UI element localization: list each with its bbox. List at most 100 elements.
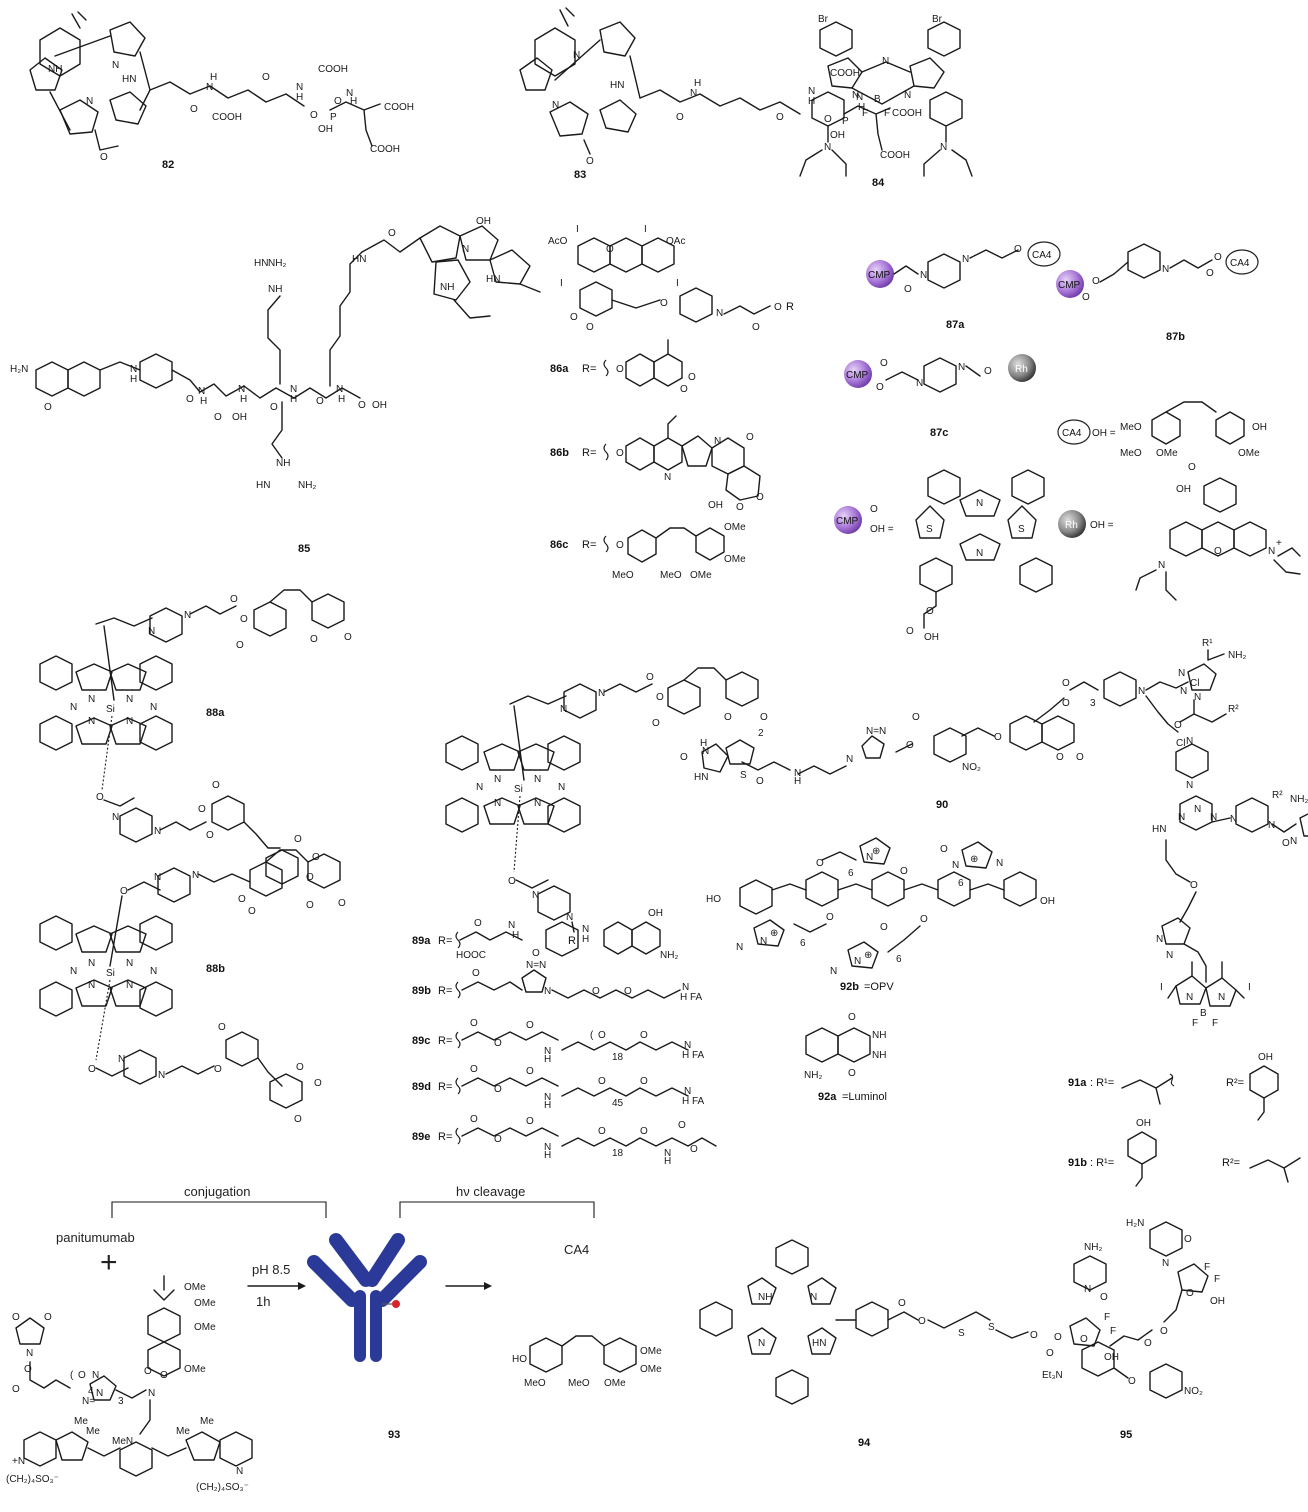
svg-text:O: O [900,866,908,877]
svg-text:H: H [694,78,701,89]
svg-text:+: + [1276,538,1282,549]
svg-text:O: O [294,1114,302,1125]
svg-text:O: O [826,912,834,923]
svg-text:O: O [756,492,764,503]
svg-text:O: O [824,114,832,125]
svg-text:N=N: N=N [526,960,546,971]
svg-text:OH: OH [232,412,247,423]
svg-text:O: O [310,110,318,121]
structure-92b: HO OH O 6 N⊕ O O N ⊕ N 6 O 6 N⊕ N O O 6 … [706,837,1055,993]
antibody-icon [307,1233,427,1362]
svg-text:N: N [582,924,589,935]
svg-text:N: N [852,90,859,101]
svg-text:H: H [240,394,247,405]
svg-text:N: N [904,90,911,101]
svg-text:H: H [338,394,345,405]
label-92b: 92b [840,981,859,993]
svg-text:S: S [1018,524,1025,535]
svg-text:MeN: MeN [112,1436,133,1447]
svg-text:O: O [494,1038,502,1049]
svg-text:N: N [690,88,697,99]
svg-text:OH =: OH = [870,524,894,535]
svg-text:HN: HN [694,772,708,783]
svg-text:O: O [230,594,238,605]
svg-text:N: N [112,60,119,71]
label-82: 82 [162,159,174,171]
svg-text:NH₂: NH₂ [660,950,678,961]
svg-text:⊕: ⊕ [864,950,872,961]
svg-text:OMe: OMe [640,1364,662,1375]
svg-text:O: O [640,1076,648,1087]
svg-text:NO₂: NO₂ [962,762,981,773]
conjugation-bracket: conjugation [111,1184,327,1218]
svg-text:N: N [760,936,767,947]
svg-text:N: N [996,858,1003,869]
svg-text:O: O [88,1064,96,1075]
svg-text:OH: OH [1258,1052,1273,1063]
svg-text:⊕: ⊕ [872,846,880,857]
svg-text:N: N [736,942,743,953]
svg-text:hν cleavage: hν cleavage [456,1184,525,1199]
svg-text:N=: N= [82,1396,95,1407]
svg-text:HO: HO [706,894,721,905]
svg-text:Me: Me [176,1426,190,1437]
svg-text:COOH: COOH [212,112,242,123]
svg-text:R=: R= [582,539,596,551]
svg-text:CA4: CA4 [1230,258,1250,269]
svg-text:F: F [1104,1312,1110,1323]
svg-text:N: N [86,96,93,107]
svg-text:CMP: CMP [836,516,859,527]
svg-text:N: N [544,986,551,997]
svg-text:N=N: N=N [866,726,886,737]
svg-text:O: O [236,640,244,651]
svg-text:R: R [568,935,576,947]
structure-92a: O NH NH O NH₂ 92a =Luminol [804,1012,887,1103]
svg-text:⊕: ⊕ [770,928,778,939]
svg-text:O: O [1030,1330,1038,1341]
svg-text:R=: R= [438,1081,452,1093]
svg-text:N: N [854,956,861,967]
svg-text:=OPV: =OPV [864,981,894,993]
svg-text:N: N [1268,546,1275,557]
svg-text:N: N [566,912,573,923]
svg-text:1h: 1h [256,1294,270,1309]
svg-text:OH: OH [1104,1352,1119,1363]
label-89c: 89c [412,1035,430,1047]
svg-text:N: N [1180,686,1187,697]
svg-text:N: N [684,1040,691,1051]
svg-text:N: N [1218,992,1225,1003]
svg-text:O: O [306,872,314,883]
svg-text:N: N [206,82,213,93]
svg-text:N: N [238,384,245,395]
svg-text:NH: NH [758,1292,772,1303]
svg-text:O: O [1184,1234,1192,1245]
svg-text:N: N [958,362,965,373]
svg-text:I: I [1248,982,1251,993]
svg-text:2: 2 [758,728,764,739]
svg-text:MeO: MeO [1120,422,1142,433]
svg-text:N: N [154,872,161,883]
svg-text:Br: Br [932,14,943,25]
svg-text:OH: OH [648,908,663,919]
svg-text:F: F [862,108,868,119]
svg-text:Cl: Cl [1190,678,1199,689]
svg-text:O: O [880,358,888,369]
structure-89d: 89d R= O O O NH O 45 O HN FA [412,1064,705,1111]
svg-text:N: N [148,626,155,637]
svg-text:COOH: COOH [880,150,910,161]
svg-text:N: N [794,768,801,779]
svg-text:I: I [576,224,579,235]
svg-text:O: O [1062,678,1070,689]
label-87c: 87c [930,427,948,439]
svg-text:O: O [1174,720,1182,731]
svg-text:NH₂: NH₂ [268,258,286,269]
svg-text:O: O [586,156,594,167]
svg-text:O: O [940,844,948,855]
svg-text:N: N [684,1086,691,1097]
svg-text:O: O [296,1062,304,1073]
svg-text:O: O [1214,252,1222,263]
svg-text:O: O [1076,752,1084,763]
label-86c: 86c [550,539,568,551]
svg-text:N: N [824,142,831,153]
